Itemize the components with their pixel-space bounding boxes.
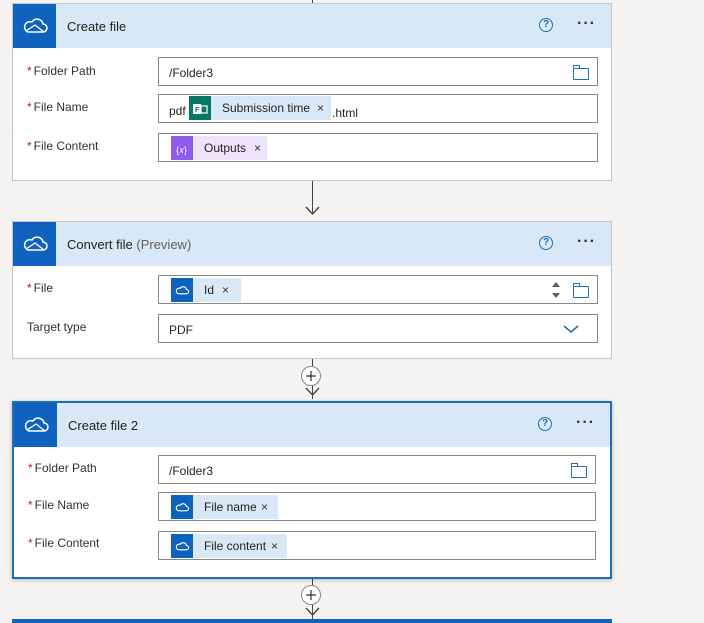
card-title: Convert file (Preview)	[67, 237, 192, 252]
folder-browse-icon[interactable]	[571, 463, 587, 478]
arrow-down-icon	[305, 387, 320, 397]
folder-browse-icon[interactable]	[573, 283, 589, 298]
onedrive-cloud-icon	[14, 403, 57, 447]
folder-path-input[interactable]: /Folder3	[158, 57, 598, 86]
onedrive-cloud-icon	[171, 534, 193, 558]
chevron-down-icon[interactable]	[562, 323, 580, 335]
token-outputs[interactable]: {𝑥} Outputs ×	[171, 136, 267, 160]
convert-file-card[interactable]: Convert file (Preview) ? ··· *File Id × …	[12, 221, 612, 359]
token-file-content[interactable]: File content ×	[171, 534, 287, 558]
token-file-name[interactable]: File name ×	[171, 495, 278, 519]
file-content-input[interactable]: File content ×	[158, 531, 596, 560]
field-label-folder-path: *Folder Path	[27, 64, 96, 78]
plus-icon	[306, 371, 316, 381]
plus-icon	[306, 590, 316, 600]
more-icon[interactable]: ···	[577, 15, 596, 32]
remove-token-button[interactable]: ×	[271, 539, 279, 553]
field-label-file-name: *File Name	[28, 498, 90, 512]
card-title: Create file 2	[68, 418, 139, 433]
field-label-file-name: *File Name	[27, 100, 89, 114]
field-label-target-type: Target type	[27, 320, 87, 334]
remove-token-button[interactable]: ×	[317, 101, 325, 115]
file-input[interactable]: Id ×	[158, 275, 598, 304]
field-label-file-content: *File Content	[27, 139, 99, 153]
onedrive-cloud-icon	[171, 278, 193, 302]
onedrive-cloud-icon	[13, 222, 56, 266]
onedrive-cloud-icon	[171, 495, 193, 519]
spinner-icon[interactable]	[551, 280, 561, 300]
arrow-down-icon	[305, 206, 320, 216]
more-icon[interactable]: ···	[576, 414, 595, 431]
remove-token-button[interactable]: ×	[222, 283, 230, 297]
expression-icon: {𝑥}	[171, 136, 193, 160]
card-title: Create file	[67, 19, 127, 34]
target-type-select[interactable]: PDF	[158, 314, 598, 343]
file-name-input[interactable]: File name ×	[158, 492, 596, 521]
create-file-card[interactable]: Create file ? ··· *Folder Path /Folder3 …	[12, 3, 612, 181]
help-icon[interactable]: ?	[538, 417, 552, 431]
file-name-input[interactable]: pdf F Submission time × .html	[158, 94, 598, 123]
forms-icon: F	[189, 96, 211, 120]
svg-text:{𝑥}: {𝑥}	[176, 145, 187, 155]
token-submission-time[interactable]: F Submission time ×	[189, 96, 331, 120]
card-header[interactable]: Convert file (Preview) ? ···	[13, 222, 611, 266]
file-content-input[interactable]: {𝑥} Outputs ×	[158, 133, 598, 162]
remove-token-button[interactable]: ×	[254, 141, 262, 155]
add-step-button[interactable]	[301, 366, 321, 386]
remove-token-button[interactable]: ×	[261, 500, 269, 514]
connector-top	[312, 0, 313, 4]
connector-1-2	[312, 180, 313, 214]
help-icon[interactable]: ?	[539, 18, 553, 32]
more-icon[interactable]: ···	[577, 233, 596, 250]
svg-text:F: F	[195, 107, 200, 114]
card-header[interactable]: Create file ? ···	[13, 4, 611, 48]
arrow-down-icon	[305, 607, 320, 617]
field-label-folder-path: *Folder Path	[28, 461, 97, 475]
folder-browse-icon[interactable]	[573, 65, 589, 80]
onedrive-cloud-icon	[13, 4, 56, 48]
token-id[interactable]: Id ×	[171, 278, 241, 302]
next-card-partial	[12, 619, 612, 623]
field-label-file: *File	[27, 281, 54, 295]
create-file-2-card[interactable]: Create file 2 ? ··· *Folder Path /Folder…	[12, 401, 612, 579]
card-header[interactable]: Create file 2 ? ···	[14, 403, 610, 447]
add-step-button[interactable]	[301, 585, 321, 605]
field-label-file-content: *File Content	[28, 536, 100, 550]
folder-path-input[interactable]: /Folder3	[158, 455, 596, 484]
help-icon[interactable]: ?	[539, 236, 553, 250]
